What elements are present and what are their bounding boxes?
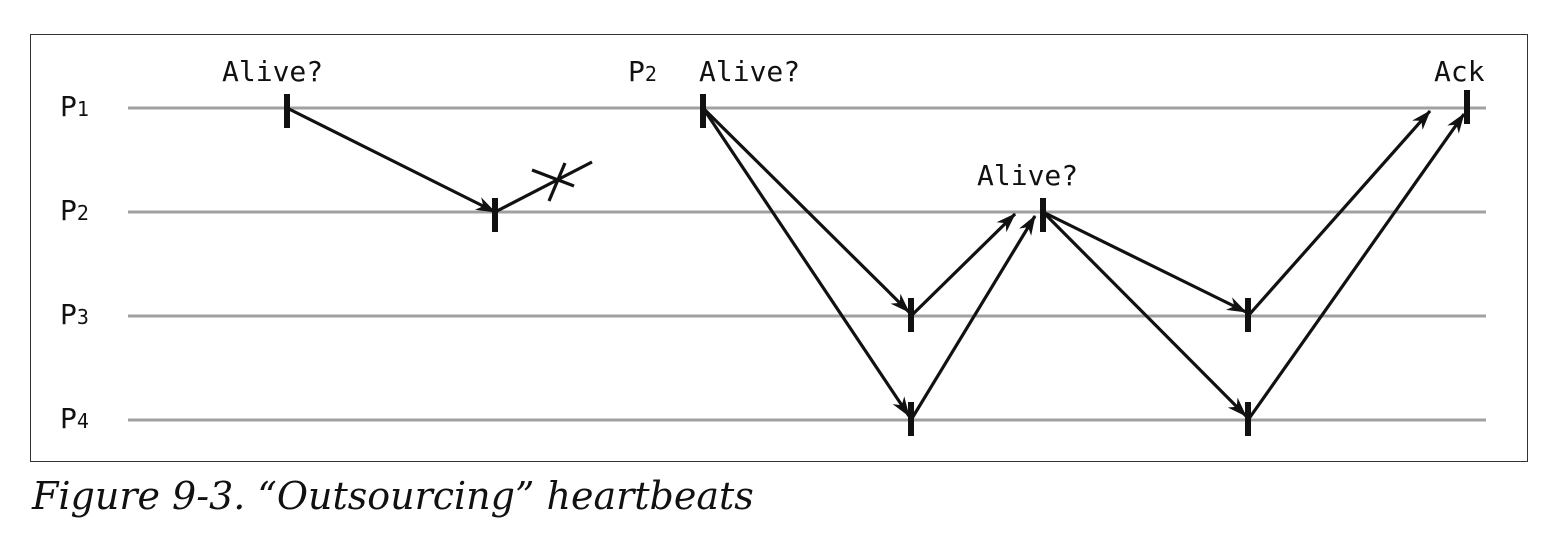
process-label-p4: P4 (60, 402, 89, 435)
message-p3-to-p1 (1246, 109, 1432, 318)
lost-message-line (494, 160, 593, 214)
label-alive-p2: Alive? (977, 159, 1078, 192)
message-p3-to-p2 (909, 212, 1017, 318)
label-ack: Ack (1434, 55, 1485, 88)
message-p2-to-p4 (1041, 210, 1248, 418)
label-alive-delegated: Alive? (699, 55, 800, 88)
figure-caption: Figure 9-3. “Outsourcing” heartbeats (32, 474, 754, 518)
label-alive-p1: Alive? (222, 55, 323, 88)
process-label-p1: P1 (60, 90, 89, 123)
lost-message-cross-icon-2 (547, 162, 567, 202)
lost-message-cross-icon (531, 168, 575, 188)
message-p2-to-p3 (1042, 210, 1247, 314)
label-delegate-process: P2 (628, 55, 657, 88)
process-label-p3: P3 (60, 298, 89, 331)
process-label-p2: P2 (60, 194, 89, 227)
message-p1-to-p4 (701, 107, 911, 417)
message-p4-to-p2 (909, 215, 1037, 421)
figure-frame (30, 34, 1528, 462)
message-p1-to-p3 (701, 106, 911, 314)
heartbeat-diagram: P1 P2 P3 P4 (60, 55, 1486, 436)
message-p1-to-p2 (286, 106, 496, 214)
message-p4-to-p1 (1246, 113, 1466, 421)
